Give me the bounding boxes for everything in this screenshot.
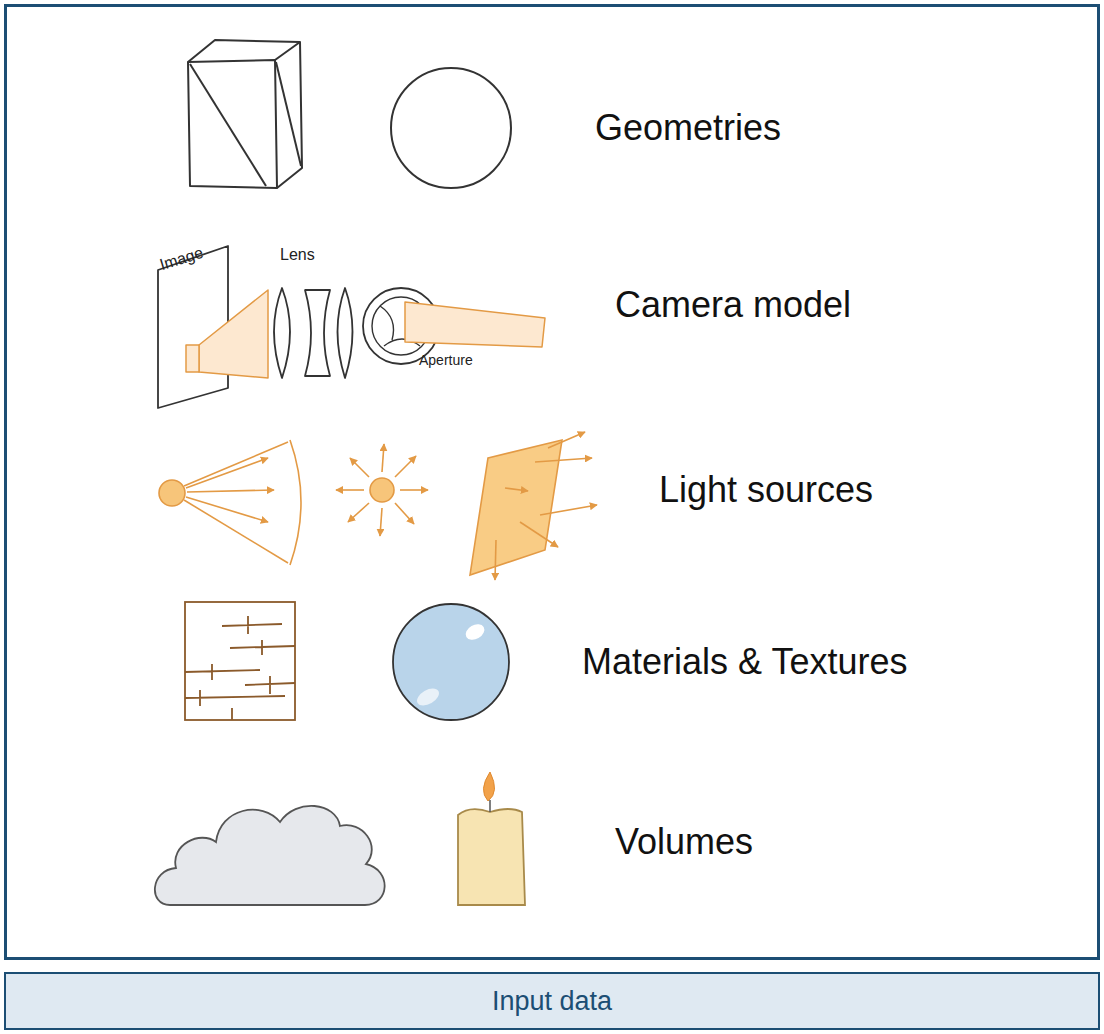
cloud-icon xyxy=(155,806,385,905)
illustration-path xyxy=(187,490,274,492)
illustration-circle xyxy=(393,604,509,720)
part-label: Aperture xyxy=(419,352,473,368)
sphere-icon xyxy=(391,68,511,188)
illustration-ellipse xyxy=(463,621,487,643)
point-light-icon xyxy=(336,444,428,536)
candle-icon xyxy=(458,772,525,905)
illustration-path xyxy=(338,288,353,378)
illustration-path xyxy=(188,60,277,188)
illustration-path xyxy=(184,500,288,563)
illustration-path xyxy=(188,40,300,62)
illustration-path xyxy=(184,442,288,486)
illustration-path xyxy=(489,800,491,812)
illustration-path xyxy=(380,508,382,536)
category-label: Volumes xyxy=(615,821,753,863)
illustration-polygon xyxy=(199,290,268,378)
illustration-path xyxy=(483,772,494,801)
illustration-path xyxy=(458,809,525,905)
illustration-circle xyxy=(370,478,394,502)
area-light-icon xyxy=(470,432,597,580)
category-label: Camera model xyxy=(615,284,851,326)
illustration-path xyxy=(277,42,302,188)
part-label: Lens xyxy=(280,246,315,264)
illustration-path xyxy=(186,497,268,522)
illustration-path xyxy=(290,440,301,565)
illustration-path xyxy=(540,505,597,515)
illustration-path xyxy=(382,444,384,472)
illustration-rect xyxy=(186,345,199,372)
band-title: Input data xyxy=(6,974,1098,1028)
category-label: Materials & Textures xyxy=(582,641,907,683)
illustration-path xyxy=(520,522,558,547)
category-label: Light sources xyxy=(659,469,873,511)
illustration-circle xyxy=(159,480,185,506)
illustration-path xyxy=(336,489,364,491)
category-label: Geometries xyxy=(595,107,781,149)
content-panel: GeometriesCamera modelLight sourcesMater… xyxy=(4,4,1100,960)
illustration-polygon xyxy=(405,302,545,347)
illustration-path xyxy=(276,62,301,166)
illustration-path xyxy=(535,458,592,462)
illustration-path xyxy=(505,488,528,491)
illustration-path xyxy=(395,456,416,477)
illustration-path xyxy=(400,489,428,491)
illustration-path xyxy=(186,458,268,488)
camera-icon xyxy=(158,246,545,408)
illustration-path xyxy=(274,288,290,378)
illustration-ellipse xyxy=(414,685,442,709)
glass-sphere-icon xyxy=(393,604,509,720)
illustration-rect xyxy=(185,602,295,720)
caption-band: Input data xyxy=(4,972,1100,1030)
illustration-path xyxy=(495,540,496,580)
illustration-polygon xyxy=(470,440,562,575)
illustration-path xyxy=(348,503,369,522)
spot-light-icon xyxy=(159,440,301,565)
illustration-path xyxy=(305,290,330,376)
illustration-path xyxy=(190,64,266,186)
illustration-path xyxy=(395,503,414,524)
illustration-path xyxy=(185,616,295,720)
illustration-path xyxy=(350,458,369,477)
illustration-path xyxy=(548,432,585,448)
illustration-g xyxy=(495,432,597,580)
cube-icon xyxy=(188,40,302,188)
brick-texture-icon xyxy=(185,602,295,720)
part-label: Image xyxy=(158,244,206,274)
